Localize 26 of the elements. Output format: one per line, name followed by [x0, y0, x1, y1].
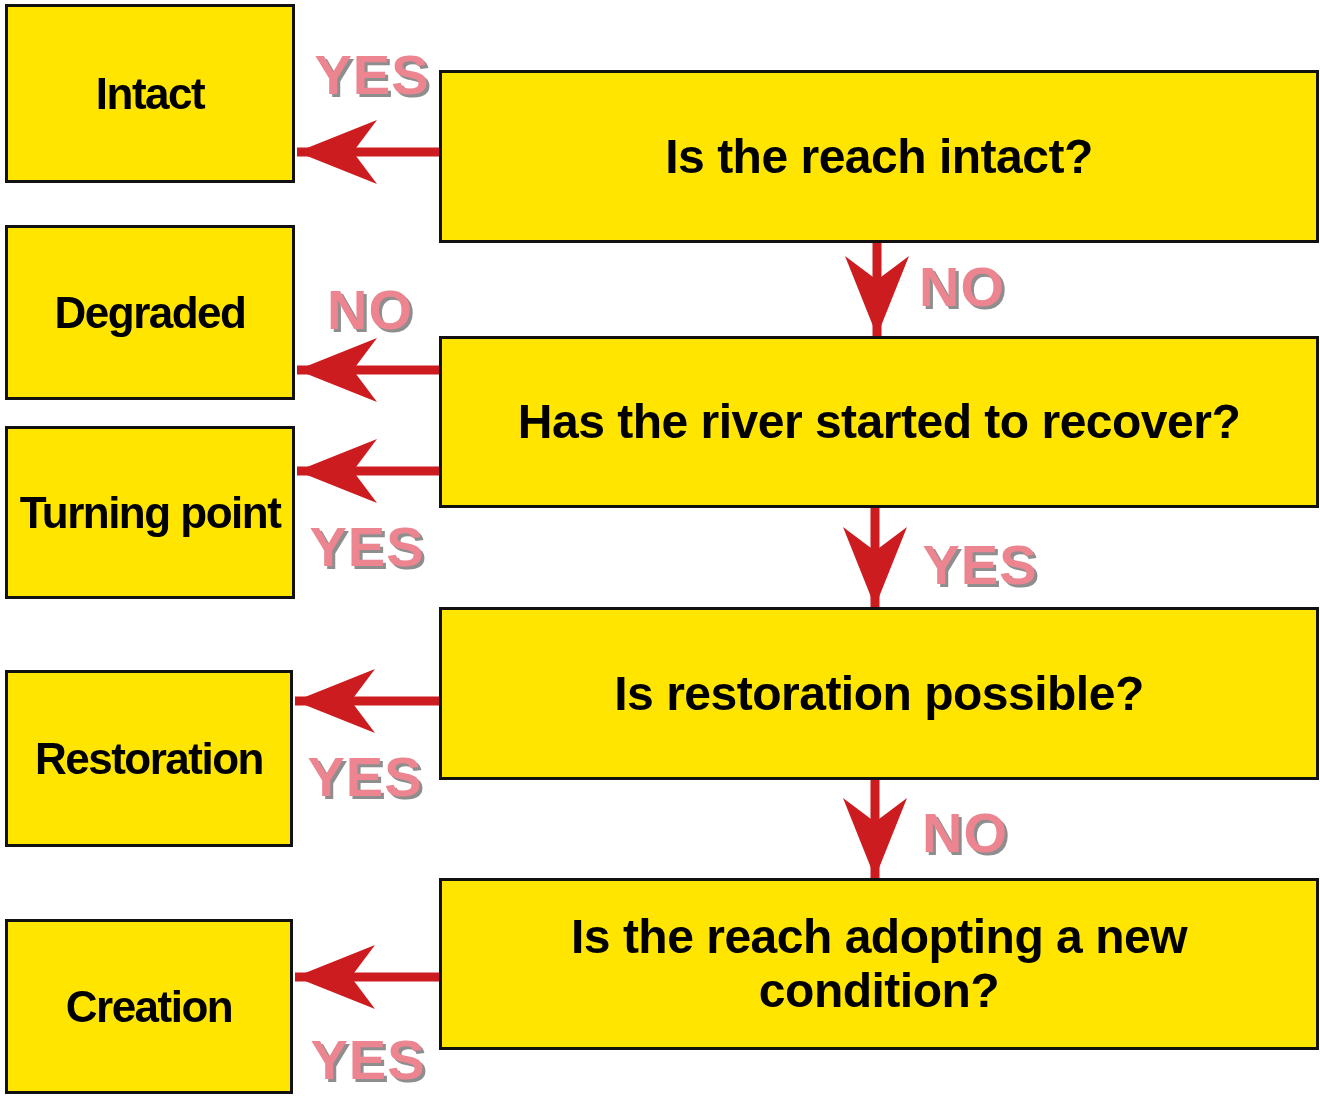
box-label: Is the reach intact?	[665, 129, 1093, 184]
outcome-box	[5, 4, 295, 183]
box-label: Creation	[65, 981, 233, 1032]
outcome-box	[5, 225, 295, 400]
arrow	[843, 780, 907, 878]
outcome-box	[5, 919, 293, 1094]
box-label: Has the river started to recover?	[517, 395, 1241, 449]
decision-box	[439, 607, 1319, 780]
box-label: Degraded	[54, 287, 246, 338]
arrow	[295, 945, 439, 1009]
arrow	[297, 120, 439, 184]
box-label: Intact	[95, 68, 205, 119]
arrow	[297, 439, 439, 503]
outcome-box	[5, 426, 295, 599]
box-label: Restoration	[35, 733, 263, 784]
outcome-box	[5, 670, 293, 847]
arrow	[297, 338, 439, 402]
arrow	[843, 508, 907, 607]
arrow	[845, 243, 909, 336]
box-label: Is the reach adopting a new condition?	[570, 910, 1189, 1018]
box-label: Is restoration possible?	[614, 666, 1144, 721]
decision-box	[439, 336, 1319, 508]
decision-box	[439, 70, 1319, 243]
box-label: Turning point	[19, 487, 281, 538]
decision-box	[439, 878, 1319, 1050]
arrow	[295, 669, 439, 733]
